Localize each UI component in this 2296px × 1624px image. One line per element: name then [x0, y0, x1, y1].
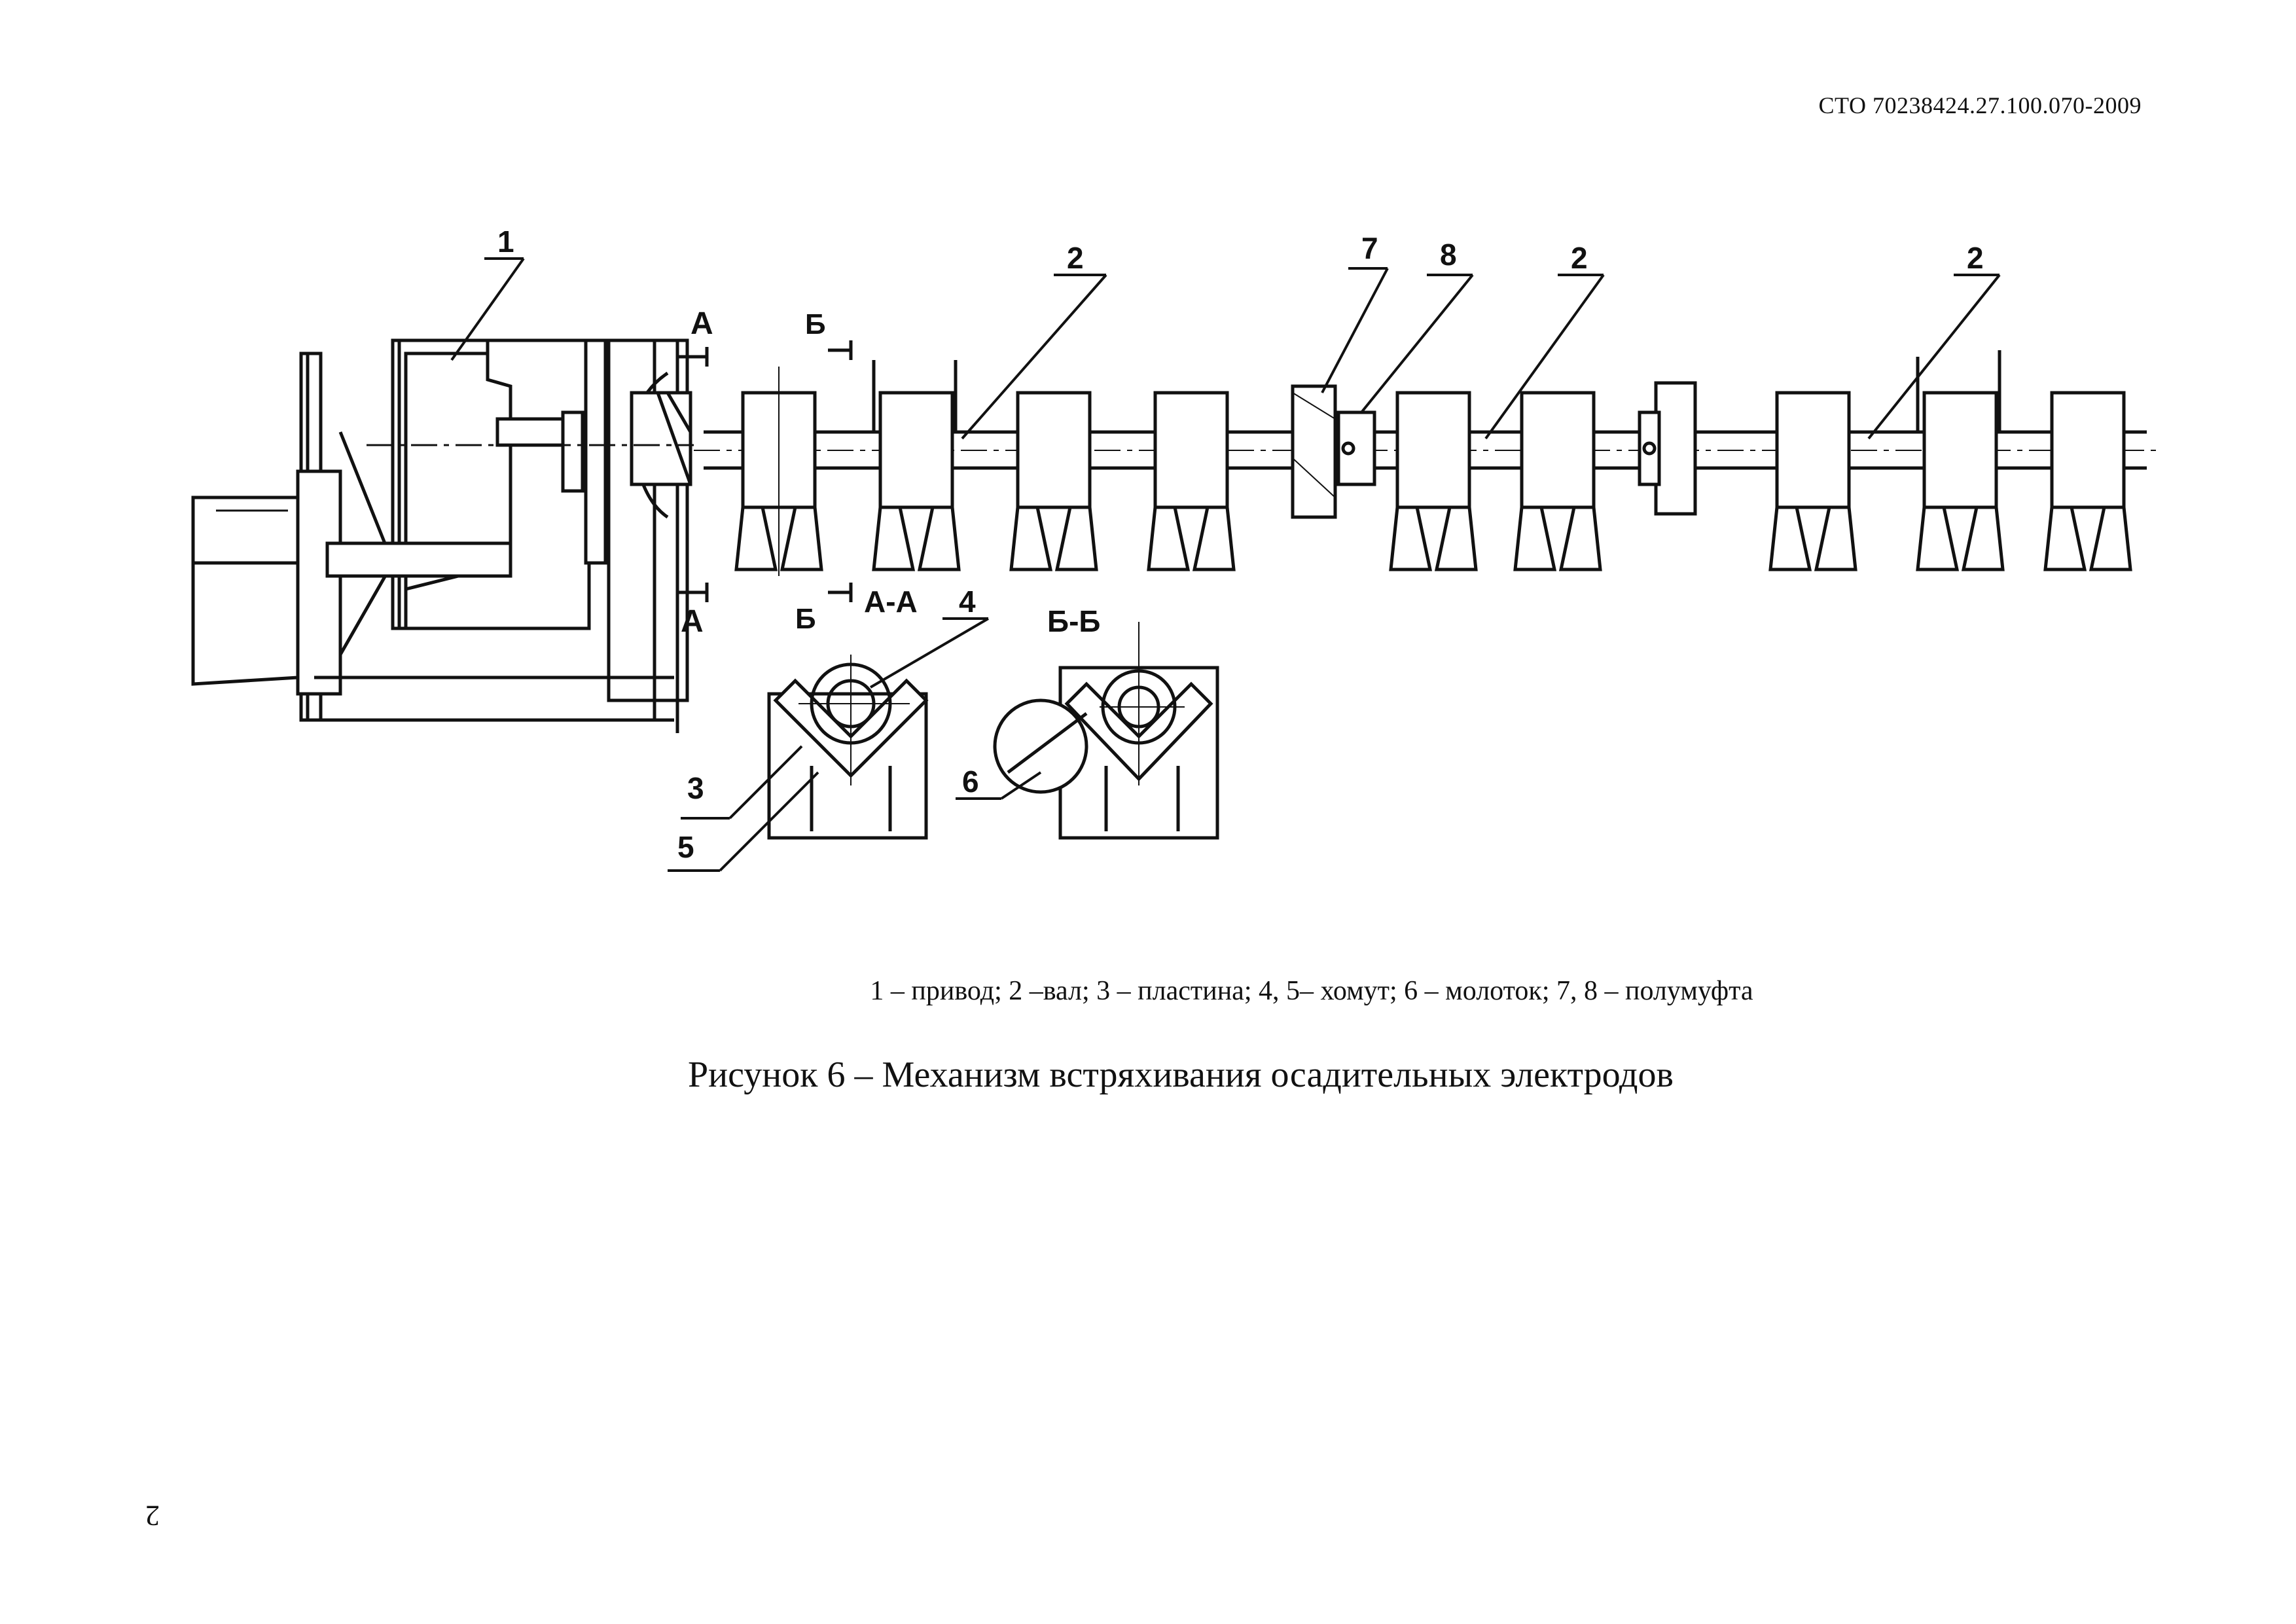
callout-2: 2 — [1067, 241, 1084, 275]
document-code: СТО 70238424.27.100.070-2009 — [1818, 92, 2142, 118]
callout-2: 2 — [1967, 241, 1984, 275]
section-mark-a-top: А — [691, 306, 713, 341]
section-marks — [677, 340, 853, 602]
section-b-b-view — [993, 622, 1219, 840]
callout-6: 6 — [962, 765, 979, 799]
half-couplings — [1291, 381, 1697, 519]
figure-legend: 1 – привод; 2 –вал; 3 – пластина; 4, 5– … — [870, 976, 1753, 1006]
leader-lines — [450, 257, 2001, 872]
section-mark-b-bottom: Б — [795, 603, 816, 635]
callout-4: 4 — [959, 585, 976, 619]
section-label-a-a: А-А — [864, 585, 918, 619]
callout-8: 8 — [1440, 238, 1457, 272]
section-mark-a-bottom: А — [681, 604, 704, 639]
drive-assembly — [191, 338, 694, 733]
bearing-units — [734, 350, 2132, 576]
section-mark-b-top: Б — [805, 308, 826, 340]
callout-2: 2 — [1571, 241, 1588, 275]
section-label-b-b: Б-Б — [1047, 604, 1100, 638]
callout-5: 5 — [677, 830, 694, 864]
section-a-a-view — [767, 655, 929, 840]
callout-7: 7 — [1361, 231, 1378, 265]
page-number: 2 — [145, 1500, 160, 1532]
figure-caption: Рисунок 6 – Механизм встряхивания осадит… — [688, 1055, 1674, 1095]
callout-3: 3 — [687, 771, 704, 805]
callout-1: 1 — [497, 225, 514, 259]
